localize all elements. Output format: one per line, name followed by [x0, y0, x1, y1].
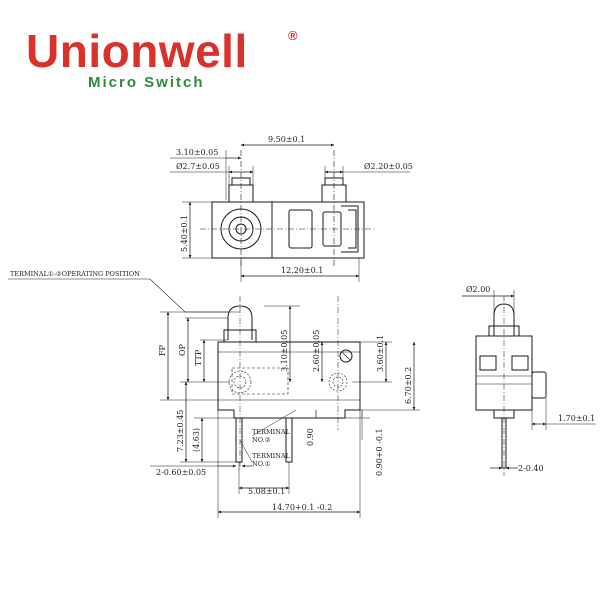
front-view-body [217, 341, 361, 419]
dim-670: 6.70±0.2 [404, 367, 413, 404]
dim-actuator: Ø2.00 [466, 285, 490, 294]
dim-span: 9.50±0.1 [268, 135, 305, 144]
operating-position-label: TERMINAL①-②OPERATING POSITION [10, 270, 140, 278]
dim-463: (4.63) [192, 428, 201, 452]
brand-logo: Unionwell ® Micro Switch [26, 26, 316, 96]
top-view [170, 143, 410, 282]
side-view [462, 290, 596, 476]
dim-723: 7.23±0.45 [176, 410, 185, 452]
brand-name: Unionwell [26, 25, 248, 77]
dim-pins: 2-0.60±0.05 [156, 468, 206, 477]
dim-height: 5.40±0.1 [180, 215, 189, 252]
brand-tagline: Micro Switch [88, 74, 205, 91]
terminal-1-label-line1: TERMINAL [252, 452, 291, 460]
actuator-button [227, 305, 253, 340]
terminal-2-label-line1: TERMINAL [252, 428, 291, 436]
rivet-right [339, 349, 353, 363]
dim-090-tol: 0.90+0 -0.1 [375, 428, 384, 476]
dim-090: 0.90 [306, 428, 315, 446]
dim-pitch: 5.08±0.1 [248, 487, 285, 496]
dim-310: 3.10±0.05 [280, 330, 289, 372]
dim-length: 12.20±0.1 [281, 266, 323, 275]
dim-360: 3.60±0.1 [376, 335, 385, 372]
op-label: OP [178, 343, 187, 356]
dim-width: 14.70+0.1 -0.2 [272, 503, 332, 512]
dim-left-offset: 3.10±0.05 [176, 148, 218, 157]
terminal-1 [235, 417, 243, 463]
fp-label: FP [158, 344, 167, 356]
dim-hole-right: Ø2.20±0.05 [364, 162, 413, 171]
front-view [8, 278, 420, 518]
ttp-label: TTP [194, 349, 203, 366]
dim-260: 2.60±0.05 [312, 330, 321, 372]
registered-mark: ® [288, 28, 298, 43]
dim-pin: 2-0.40 [518, 464, 544, 473]
dim-hole-left: Ø2.7±0.05 [176, 162, 220, 171]
dim-170: 1.70±0.1 [558, 414, 595, 423]
terminal-1-label-line2: NO.① [252, 460, 271, 468]
terminal-2-label-line2: NO.② [252, 436, 271, 444]
